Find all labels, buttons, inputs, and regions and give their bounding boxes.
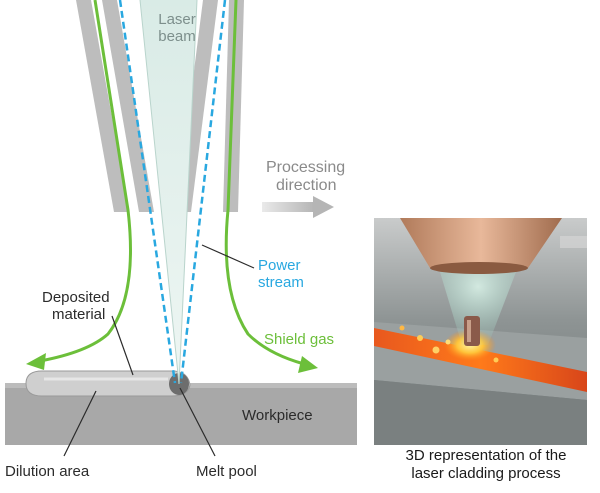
caption-line2: laser cladding process [411,465,561,482]
laser-beam-cone [140,0,197,384]
shield-gas-label: Shield gas [264,331,335,348]
shield-gas-left [39,0,132,363]
melt-pool-label: Melt pool [196,463,257,480]
processing-direction-line1: Processing [266,159,346,176]
shield-gas-right [224,0,305,366]
deposited-material-label: Deposited material [42,289,110,323]
illustration-caption: 3D representation of the laser cladding … [376,447,596,483]
deposited-leader [111,315,134,376]
deposited-material-bead [25,370,191,397]
power-stream-leader [201,244,255,269]
nozzle-left-inner [102,0,154,212]
nozzle-right-outer [223,0,244,212]
cladding-hot-strip [374,328,587,392]
processing-direction-line2: direction [276,177,337,194]
shield-gas-right-arrowhead [298,356,318,373]
power-stream-line1: Power [258,257,301,274]
power-stream-line2: stream [258,274,304,291]
laser-beam-label-line2: beam [158,28,196,45]
caption-line1: 3D representation of the [405,447,567,464]
dilution-area-label: Dilution area [5,463,90,480]
power-stream-label: Power stream [258,257,304,291]
cladding-3d-illustration [374,218,587,445]
shield-gas-left-arrowhead [26,353,46,370]
laser-beam-label-line1: Laser [158,11,196,28]
laser-beam-label: Laser beam [152,11,202,45]
powder-stream-left [118,0,177,384]
deposited-line1: Deposited [42,289,110,306]
processing-direction-arrowhead [313,196,334,218]
processing-direction-shaft [262,202,314,212]
melt-pool-leader [179,387,216,457]
deposited-line2: material [52,306,106,323]
dilution-leader [63,390,97,457]
cladding-nozzle [400,218,562,268]
processing-direction-label: Processing direction [266,159,345,195]
nozzle-left-outer [76,0,129,212]
cladding-powder-spray [440,272,516,345]
powder-stream-right [179,0,227,384]
workpiece-label: Workpiece [242,407,313,424]
